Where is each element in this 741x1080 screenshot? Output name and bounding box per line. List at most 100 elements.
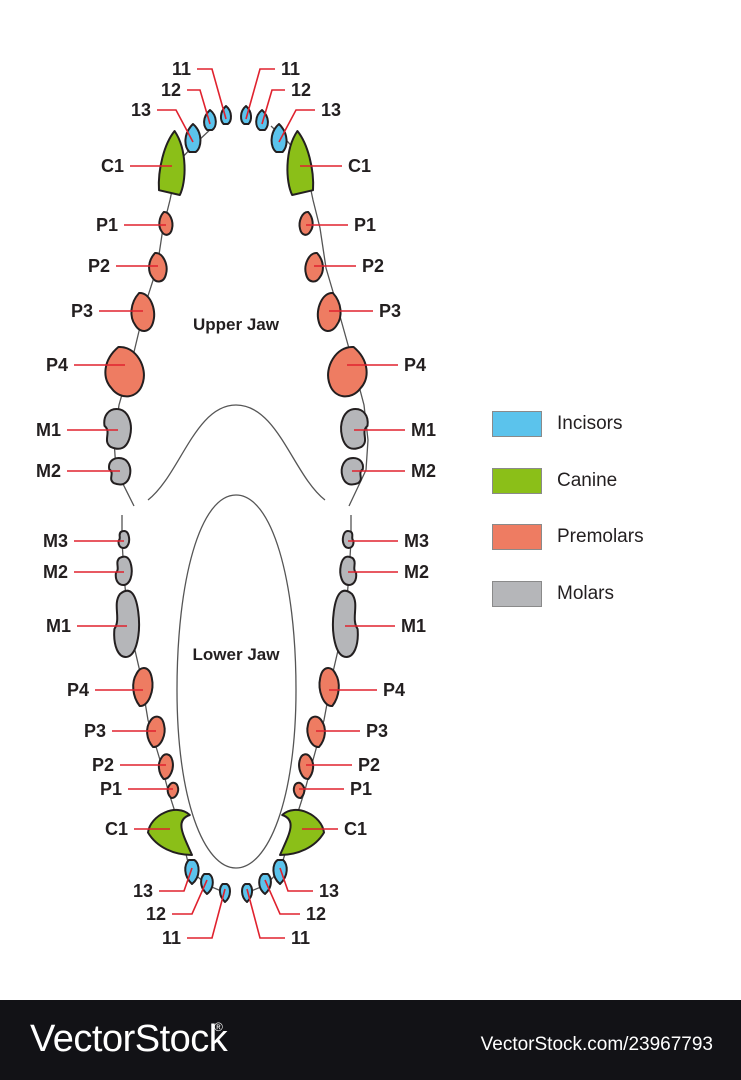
lower-left-tooth-label: 13 — [133, 881, 153, 901]
lower-left-molar-m1 — [113, 589, 140, 658]
stock-image-id: VectorStock.com/23967793 — [480, 1034, 713, 1055]
upper-right-tooth-label: M1 — [411, 420, 436, 440]
upper-left-12-leader — [187, 89, 211, 125]
lower-left-tooth-label: 12 — [146, 904, 166, 924]
lower-left-12-leader — [172, 879, 208, 915]
canine-swatch — [492, 467, 542, 494]
upper-left-tooth-label: M1 — [36, 420, 61, 440]
legend-item-molars: Molars — [492, 580, 644, 608]
lower-left-tooth-label: P3 — [84, 721, 106, 741]
upper-left-tooth-label: C1 — [101, 156, 124, 176]
brand-name: VectorStock — [30, 1018, 228, 1060]
lower-left-tooth-label: M1 — [46, 616, 71, 636]
upper-left-11-leader — [197, 68, 227, 120]
incisors-swatch — [492, 411, 542, 437]
upper-right-canine-c1 — [286, 130, 315, 196]
upper-right-12-leader — [261, 89, 285, 125]
legend-label: Canine — [557, 469, 618, 491]
upper-right-premolar-p1 — [298, 211, 314, 236]
upper-left-tooth-label: P3 — [71, 301, 93, 321]
lower-right-13-leader — [279, 867, 313, 892]
lower-right-molar-m2 — [339, 555, 358, 586]
lower-left-incisor-12 — [200, 873, 214, 895]
upper-left-premolar-p4 — [104, 345, 145, 398]
palate-arch — [147, 404, 326, 501]
leader-lines — [67, 68, 405, 939]
watermark-footer: VectorStock ® VectorStock.com/23967793 — [0, 1000, 741, 1080]
upper-right-13-leader — [278, 109, 315, 143]
upper-right-tooth-label: P4 — [404, 355, 426, 375]
upper-left-incisor-13 — [184, 123, 202, 153]
upper-right-11-leader — [245, 68, 275, 120]
jaw-outlines — [113, 125, 369, 894]
upper-left-tooth-label: P4 — [46, 355, 68, 375]
lower-left-tooth-label: P1 — [100, 779, 122, 799]
lower-left-molar-m2 — [114, 555, 133, 586]
lower-right-tooth-label: 13 — [319, 881, 339, 901]
upper-right-molar-m1 — [340, 408, 369, 450]
lower-right-premolar-p3 — [306, 715, 326, 748]
upper-left-tooth-label: 13 — [131, 100, 151, 120]
upper-left-premolar-p2 — [148, 252, 168, 283]
upper-left-tooth-label: P2 — [88, 256, 110, 276]
upper-right-incisor-13 — [270, 123, 288, 153]
lower-left-11-leader — [187, 888, 226, 939]
legend-label: Incisors — [557, 413, 623, 434]
teeth — [103, 105, 369, 903]
upper-right-tooth-label: 11 — [281, 59, 300, 79]
lower-right-12-leader — [264, 879, 300, 915]
upper-right-tooth-label: C1 — [348, 156, 371, 176]
lower-right-tooth-label: M3 — [404, 531, 429, 551]
lower-left-13-leader — [159, 867, 193, 892]
lower-right-tooth-label: P4 — [383, 680, 405, 700]
lower-right-molar-m3 — [341, 529, 355, 549]
lower-left-premolar-p4 — [132, 667, 154, 707]
upper-right-tooth-label: 13 — [321, 100, 341, 120]
lower-left-tooth-label: M3 — [43, 531, 68, 551]
upper-left-canine-c1 — [157, 130, 186, 196]
lower-right-tooth-label: P1 — [350, 779, 372, 799]
upper-left-tooth-label: 12 — [161, 80, 181, 100]
premolars-swatch — [492, 524, 542, 550]
lower-left-tooth-label: P4 — [67, 680, 89, 700]
lower-right-premolar-p2 — [298, 753, 315, 780]
legend-label: Premolars — [557, 526, 644, 547]
lower-right-molar-m1 — [332, 589, 359, 658]
upper-left-tooth-label: P1 — [96, 215, 118, 235]
lower-left-tooth-label: P2 — [92, 755, 114, 775]
upper-left-13-leader — [157, 109, 194, 143]
upper-left-molar-m1 — [103, 408, 132, 450]
lower-right-tooth-label: M2 — [404, 562, 429, 582]
tongue-outline — [176, 494, 297, 869]
lower-right-tooth-label: C1 — [344, 819, 367, 839]
lower-left-canine-c1 — [147, 809, 193, 856]
legend-item-incisors: Incisors — [492, 410, 644, 438]
lower-jaw-label: Lower Jaw — [193, 645, 281, 664]
lower-left-premolar-p3 — [146, 715, 166, 748]
lower-left-tooth-label: 11 — [162, 928, 181, 948]
legend-label: Molars — [557, 582, 615, 604]
lower-right-tooth-label: M1 — [401, 616, 426, 636]
lower-left-molar-m3 — [117, 529, 131, 549]
upper-right-incisor-12 — [255, 109, 269, 131]
upper-right-premolar-p2 — [304, 252, 324, 283]
upper-right-premolar-p4 — [327, 345, 368, 398]
upper-jaw-label: Upper Jaw — [193, 315, 280, 334]
lower-left-premolar-p2 — [157, 753, 174, 780]
upper-left-tooth-label: 11 — [172, 59, 191, 79]
upper-left-premolar-p3 — [130, 292, 156, 332]
upper-left-tooth-label: M2 — [36, 461, 61, 481]
upper-right-tooth-label: 12 — [291, 80, 311, 100]
lower-right-premolar-p4 — [318, 667, 340, 707]
lower-left-tooth-label: C1 — [105, 819, 128, 839]
upper-right-tooth-label: P3 — [379, 301, 401, 321]
legend-item-premolars: Premolars — [492, 523, 644, 551]
molars-swatch — [492, 580, 542, 607]
lower-right-11-leader — [246, 888, 285, 939]
lower-right-incisor-12 — [258, 873, 272, 895]
upper-right-tooth-label: P2 — [362, 256, 384, 276]
lower-right-tooth-label: 11 — [291, 928, 310, 948]
lower-right-premolar-p1 — [292, 781, 306, 799]
lower-right-tooth-label: P3 — [366, 721, 388, 741]
